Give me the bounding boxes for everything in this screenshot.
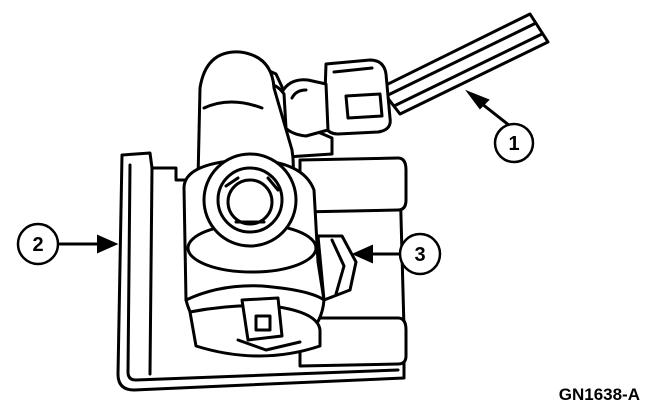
wiring-harness — [378, 12, 550, 116]
callout-2: 2 — [16, 222, 119, 266]
callout-2-label: 2 — [32, 234, 43, 256]
hex-nut — [316, 234, 358, 302]
callout-3-label: 3 — [414, 244, 425, 266]
sensor-body — [182, 50, 326, 358]
figure-code: GN1638-A — [559, 385, 640, 404]
callout-3: 3 — [351, 232, 442, 276]
callout-1: 1 — [465, 89, 535, 164]
callout-1-label: 1 — [508, 133, 519, 155]
